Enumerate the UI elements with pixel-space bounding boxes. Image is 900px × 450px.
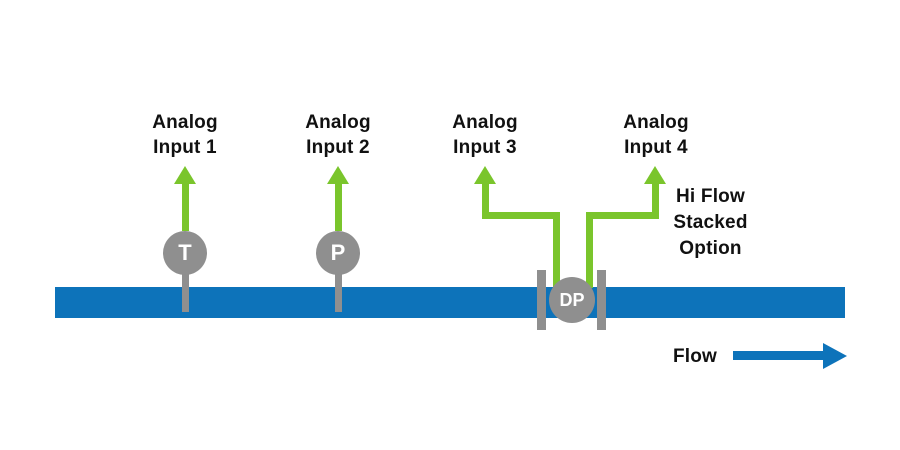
t-arrow-shaft [182,181,189,231]
t-sensor-stem [182,253,189,312]
flow-label: Flow [672,346,718,367]
dp-flange-right [597,270,606,330]
t-sensor: T [163,231,207,275]
label-analog-input-2: Analog Input 2 [305,112,371,158]
label-hi-flow-stacked-option: Hi Flow Stacked Option [673,186,748,259]
p-sensor: P [316,231,360,275]
label-analog-input-1: Analog Input 1 [152,112,218,158]
dp-right-arrow-head-icon [644,166,666,184]
label-analog-input-4: Analog Input 4 [623,112,689,158]
dp-left-arrow-drop [553,212,560,288]
dp-sensor: DP [549,277,595,323]
flow-arrow-shaft [733,351,825,360]
t-arrow-head-icon [174,166,196,184]
p-sensor-label: P [330,240,346,265]
dp-left-arrow-horizontal [482,212,560,219]
dp-flange-left [537,270,546,330]
dp-sensor-label: DP [559,289,585,310]
dp-right-arrow-horizontal [586,212,659,219]
p-arrow-head-icon [327,166,349,184]
t-sensor-label: T [178,240,192,265]
dp-left-arrow-head-icon [474,166,496,184]
dp-left-arrow-riser [482,181,489,219]
pipe [55,287,845,318]
flow-arrow-head-icon [823,343,847,369]
p-arrow-shaft [335,181,342,231]
dp-right-arrow-drop [586,212,593,288]
label-analog-input-3: Analog Input 3 [452,112,518,158]
dp-right-arrow-riser [652,181,659,219]
p-sensor-stem [335,253,342,312]
